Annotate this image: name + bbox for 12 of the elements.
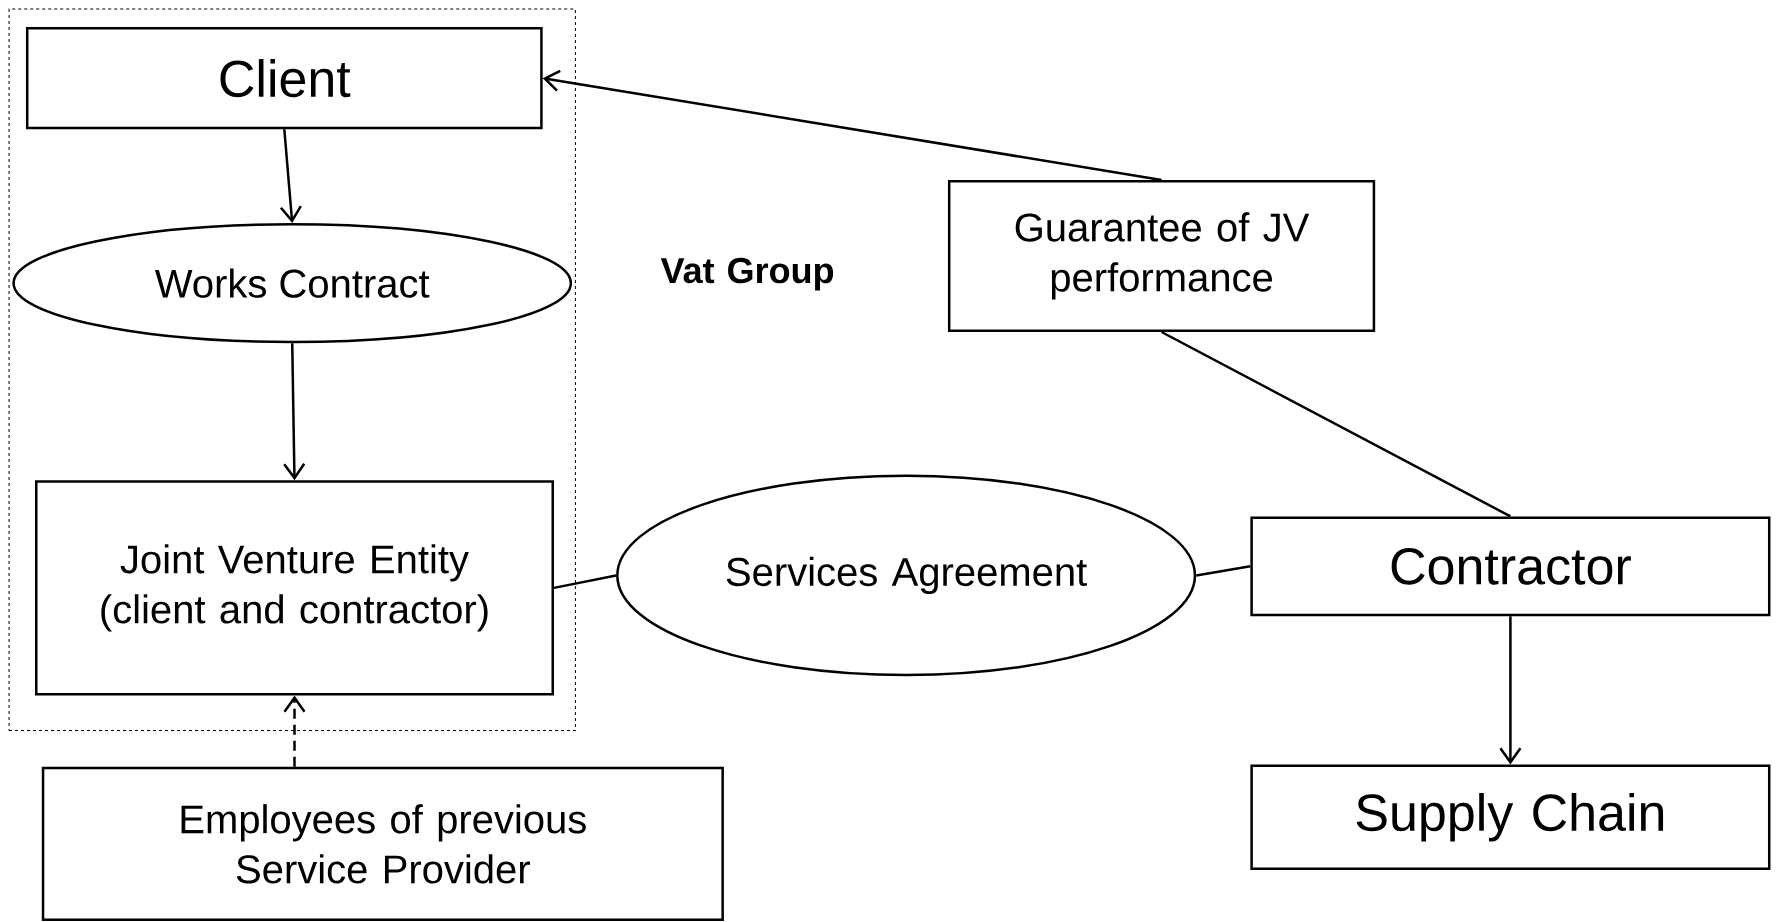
process-box: Supply Chain [1250, 764, 1771, 870]
arrow [283, 695, 306, 767]
arrow [279, 129, 302, 223]
process-box: Joint Venture Entity (client and contractor) [35, 480, 554, 696]
node-label: Vat Group [660, 257, 834, 291]
process-box: Client [25, 27, 543, 130]
arrow [283, 343, 306, 481]
arrow [1499, 616, 1522, 765]
process-box: Guarantee of JV performance [947, 180, 1376, 332]
process-box: Employees of previous Service Provider [41, 766, 724, 921]
arrow [542, 69, 1162, 182]
process-box: Contractor [1250, 516, 1771, 617]
